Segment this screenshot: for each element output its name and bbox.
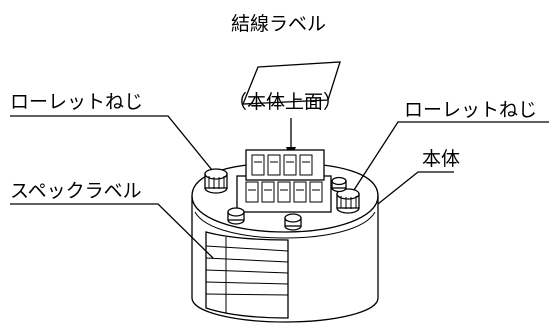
wiring-label-text: 結線ラベル: [231, 13, 327, 35]
body-top-text: （本体上面）: [228, 91, 343, 113]
small-screw-front-left: [227, 207, 245, 225]
knurled-screw-right-graphic: [336, 188, 360, 214]
leader-knurled-right: [353, 121, 549, 191]
spec-label-panel: [205, 231, 289, 319]
wiring-label-card: [242, 61, 341, 105]
leader-body: [377, 171, 454, 205]
terminal-block: [236, 149, 332, 213]
body-text: 本体: [422, 148, 461, 170]
leader-spec-label: [10, 203, 214, 259]
leader-knurled-left: [10, 115, 213, 171]
knurled-screw-left-text: ローレットねじ: [10, 91, 144, 113]
spec-label-lines: [205, 237, 289, 313]
small-screw-back-right: [331, 176, 347, 193]
spec-label-text: スペックラベル: [10, 180, 142, 202]
knurled-screw-left-graphic: [204, 168, 228, 194]
body-lower-rim: [194, 211, 376, 239]
body-side: [191, 196, 379, 323]
knurled-screw-right-text: ローレットねじ: [404, 99, 538, 121]
small-screw-front-right: [284, 213, 302, 231]
